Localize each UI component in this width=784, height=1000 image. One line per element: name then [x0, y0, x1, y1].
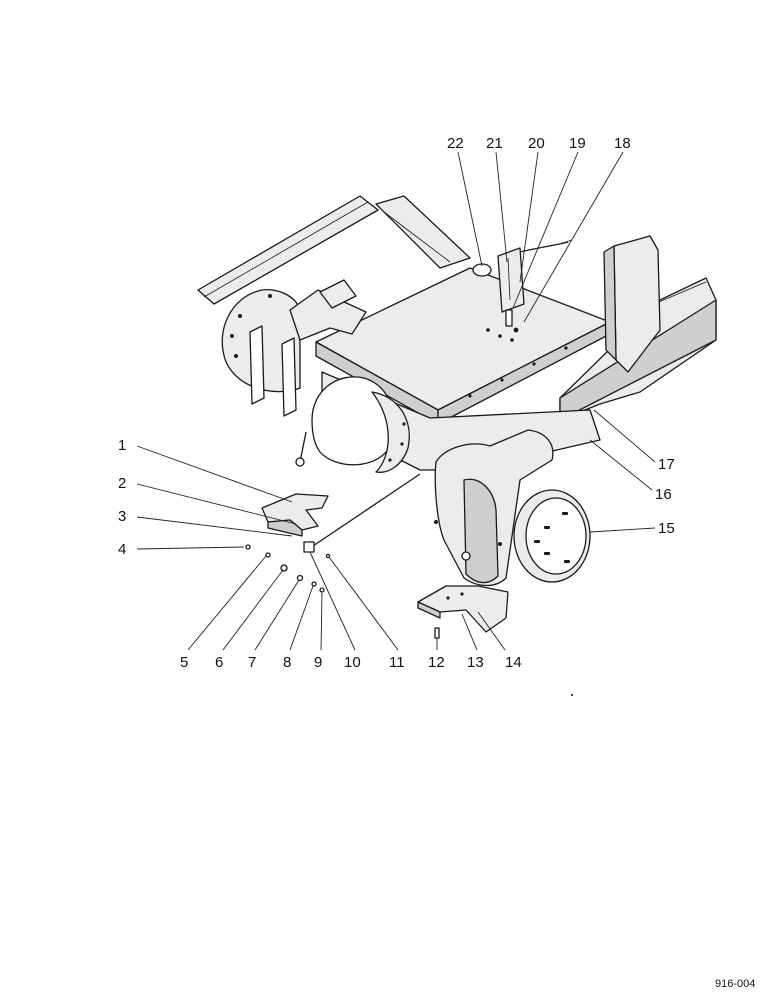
callout-8: 8 [283, 654, 291, 671]
callout-10: 10 [344, 654, 361, 671]
leader-6 [222, 569, 284, 651]
callout-1: 1 [118, 437, 126, 454]
leader-17 [593, 409, 656, 463]
callout-labels: 1 2 3 4 5 6 7 8 9 10 11 12 13 14 15 16 1… [118, 135, 675, 671]
callout-14: 14 [505, 654, 522, 671]
upright-bracket [603, 235, 661, 373]
callout-3: 3 [118, 508, 126, 525]
callout-13: 13 [467, 654, 484, 671]
leader-11 [328, 556, 399, 651]
leader-9 [320, 592, 323, 651]
callout-17: 17 [658, 456, 675, 473]
leader-8 [289, 585, 314, 651]
right-bracket [417, 585, 509, 639]
leader-1 [136, 445, 293, 503]
leader-4 [136, 546, 245, 550]
leader-16 [589, 439, 653, 491]
control-mount [472, 239, 573, 333]
stray-dot [571, 694, 573, 696]
callout-7: 7 [248, 654, 256, 671]
callout-21: 21 [486, 135, 503, 152]
left-hub [221, 279, 367, 417]
leader-15 [589, 527, 656, 533]
final-drive-casing [434, 429, 554, 587]
callout-9: 9 [314, 654, 322, 671]
callout-6: 6 [215, 654, 223, 671]
leader-22 [457, 151, 483, 267]
leader-19 [512, 151, 579, 309]
callout-15: 15 [658, 520, 675, 537]
callout-5: 5 [180, 654, 188, 671]
callout-2: 2 [118, 475, 126, 492]
callout-4: 4 [118, 541, 126, 558]
callout-20: 20 [528, 135, 545, 152]
leader-7 [254, 579, 300, 651]
leader-18 [523, 151, 624, 323]
leader-3 [136, 516, 293, 537]
leader-21 [495, 151, 508, 263]
left-bracket-assembly [245, 473, 421, 593]
callout-16: 16 [655, 486, 672, 503]
callout-12: 12 [428, 654, 445, 671]
leader-lines [136, 151, 656, 651]
leader-14 [477, 611, 506, 651]
leader-10 [309, 551, 356, 651]
callout-18: 18 [614, 135, 631, 152]
callout-11: 11 [389, 654, 405, 671]
leader-20 [519, 151, 539, 283]
drawing-reference-code: 916-004 [715, 978, 756, 990]
leader-2 [136, 483, 297, 525]
leader-13 [461, 613, 478, 651]
hub-drum [513, 489, 591, 583]
callout-22: 22 [447, 135, 464, 152]
leader-5 [187, 555, 267, 651]
callout-19: 19 [569, 135, 586, 152]
